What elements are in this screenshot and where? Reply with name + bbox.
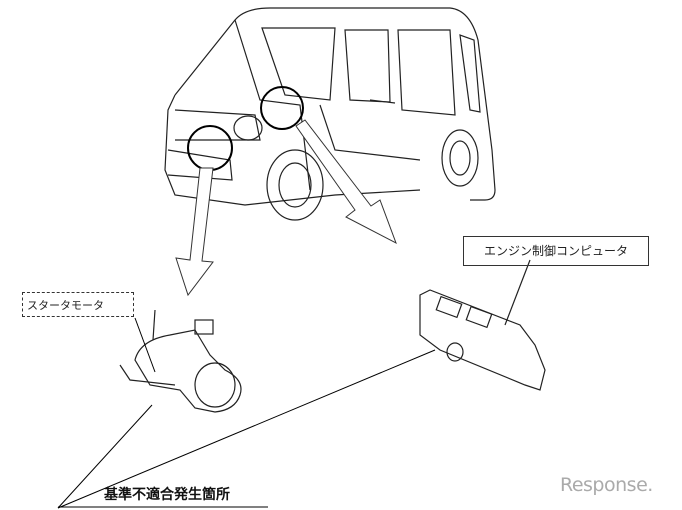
starter-location-circle [187,125,233,171]
leader-lines [57,317,436,509]
ecu-illustration [419,259,546,391]
starter-motor-illustration [119,309,242,413]
arrow-to-starter [175,167,214,297]
ecu-location-circle [260,86,304,130]
defect-location-label: 基準不適合発生箇所 [104,487,230,503]
highlight-circles [187,86,304,171]
starter-motor-label: スタータモータ [22,292,134,317]
van-illustration [164,7,496,221]
response-watermark: Response. [560,474,653,496]
arrow-to-ecu [295,119,397,245]
callout-arrows [175,119,397,297]
engine-computer-label: エンジン制御コンピュータ [463,236,649,266]
